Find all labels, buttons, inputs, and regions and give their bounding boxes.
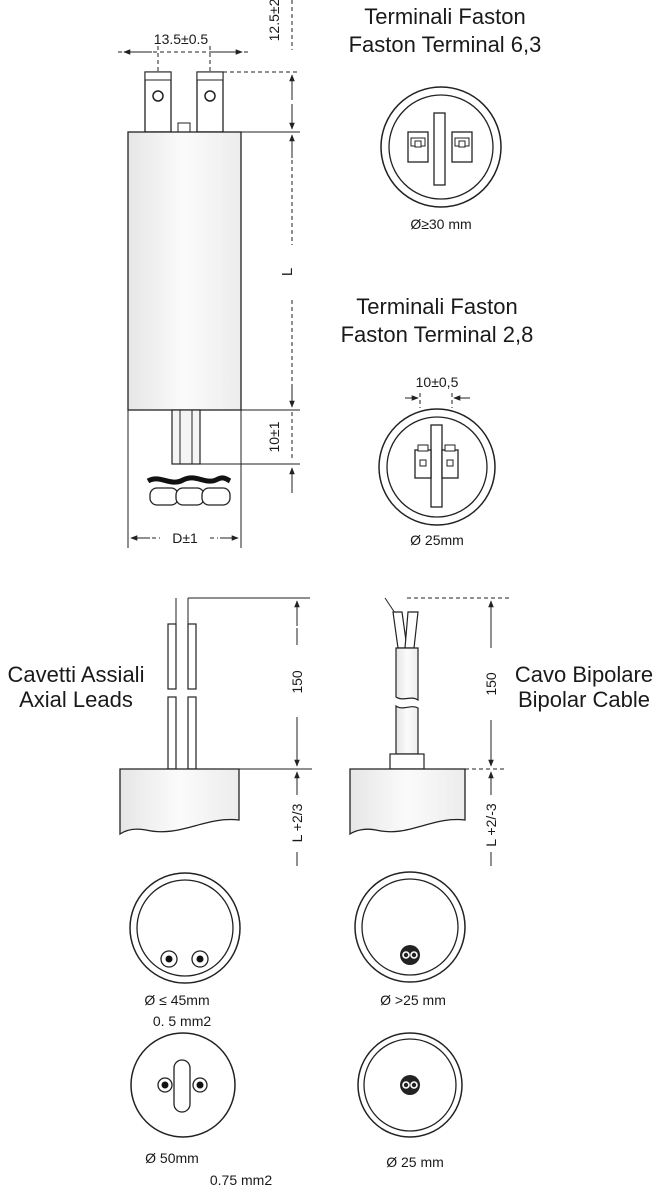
faston-2-8-spacing-label: 10±0,5 [416,374,459,390]
faston-2-8-title-en: Faston Terminal 2,8 [341,322,534,347]
faston-6-3-section: Terminali Faston Faston Terminal 6,3 Ø≥3… [349,4,542,232]
bipolar-title-it: Cavo Bipolare [515,662,653,687]
faston-2-8-top-view [378,408,496,526]
capacitor-body [127,131,242,411]
axial-lead-length-label: 150 [289,670,305,694]
bipolar-cable-section: Cavo Bipolare Bipolar Cable 150 L +2/-3 [349,597,653,1170]
bipolar-caption-25: Ø 25 mm [386,1154,444,1170]
axial-section-075: 0.75 mm2 [210,1172,272,1188]
axial-title-en: Axial Leads [19,687,133,712]
bipolar-body-label: L +2/-3 [483,803,499,847]
axial-leads-section: Cavetti Assiali Axial Leads 150 L +2/3 [8,597,312,1188]
faston-2-8-caption: Ø 25mm [410,532,464,548]
dimension-stud-length: 10±1 [200,412,300,493]
axial-caption-50: Ø 50mm [145,1150,199,1166]
faston-6-3-top-view [380,86,502,208]
mounting-nut [146,475,232,506]
faston-6-3-title-en: Faston Terminal 6,3 [349,32,542,57]
body-length-label: L [279,268,296,276]
dimension-bipolar-cable-length: 150 [465,600,505,770]
bipolar-cable [384,597,511,770]
dimension-axial-lead-length: 150 [239,600,312,770]
faston-terminal-left [144,71,172,133]
faston-6-3-title-it: Terminali Faston [364,4,525,29]
dimension-terminal-height: 12.5±2 [223,0,300,130]
axial-body-label: L +2/3 [289,803,305,842]
bipolar-title-en: Bipolar Cable [518,687,650,712]
diameter-label: D±1 [172,530,198,546]
dimension-terminal-spacing: 13.5±0.5 [118,31,248,72]
faston-capacitor-side-view: 13.5±0.5 12.5±2 L 10±1 [118,0,300,548]
dimension-axial-body: L +2/3 [289,771,305,866]
stud-length-label: 10±1 [266,421,282,452]
bipolar-caption-gt25: Ø >25 mm [380,992,446,1008]
axial-title-it: Cavetti Assiali [8,662,145,687]
axial-bottom-view-45 [129,872,241,984]
bipolar-capacitor-body [349,768,466,836]
dimension-faston-2-8-spacing: 10±0,5 [405,374,470,408]
faston-6-3-caption: Ø≥30 mm [410,216,471,232]
faston-terminal-right [196,71,224,133]
faston-2-8-section: Terminali Faston Faston Terminal 2,8 10±… [341,294,534,548]
bipolar-cable-length-label: 150 [483,672,499,696]
bipolar-bottom-view-gt25 [354,871,466,983]
terminal-height-label: 12.5±2 [266,0,282,41]
dimension-bipolar-body: L +2/-3 [483,771,499,866]
axial-section-05: 0. 5 mm2 [153,1013,212,1029]
dimension-body-length: L [241,131,300,411]
axial-capacitor-body [119,768,240,836]
axial-bottom-view-50 [130,1032,236,1138]
faston-2-8-title-it: Terminali Faston [356,294,517,319]
axial-caption-45: Ø ≤ 45mm [144,992,209,1008]
bipolar-bottom-view-25 [357,1032,463,1138]
dimension-diameter: D±1 [127,410,242,548]
mounting-stud [171,409,201,465]
terminal-spacing-label: 13.5±0.5 [154,31,209,47]
